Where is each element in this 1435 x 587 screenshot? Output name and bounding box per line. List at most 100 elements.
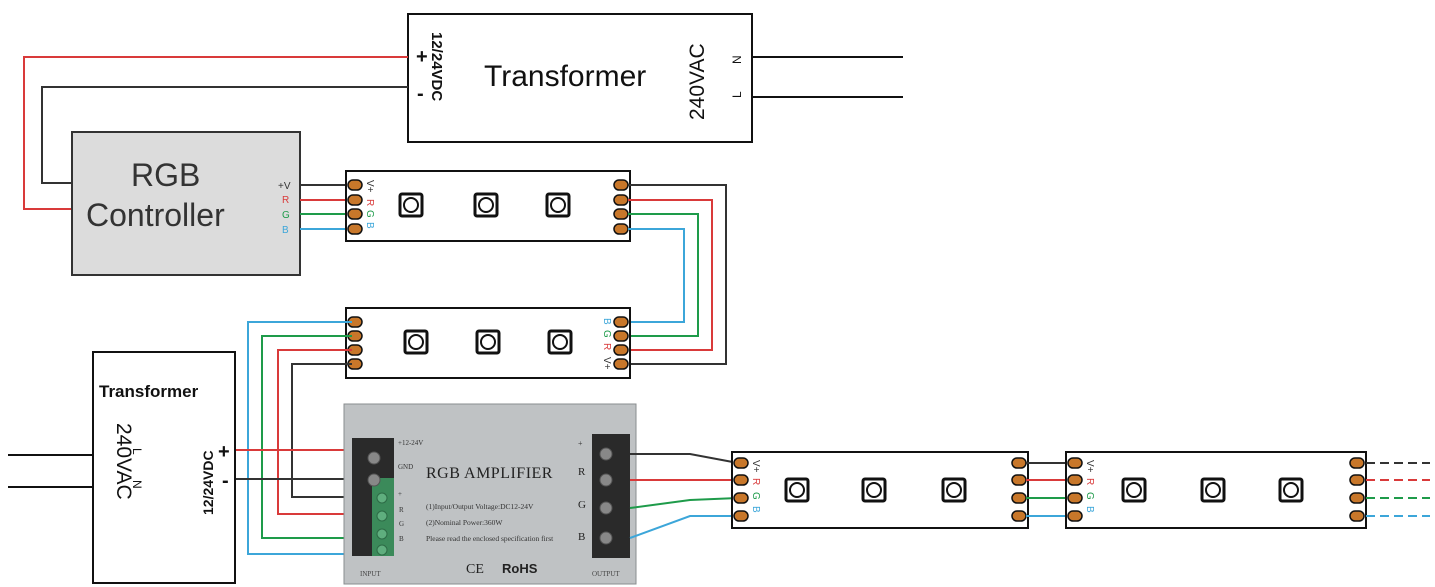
wire-loop-b [628,228,685,323]
amplifier-input-label: INPUT [360,570,381,578]
strip-3-label-b: B [750,506,761,513]
strip-3-led-1 [784,477,810,503]
strip-4-pad-right-2 [1349,474,1365,486]
strip-4-led-2 [1200,477,1226,503]
wire-amp-out-b [629,515,738,539]
strip-1-label-r: R [364,199,375,206]
strip-1-label-v: V+ [364,180,375,193]
strip-2-pad-right-3 [613,344,629,356]
strip-4-label-g: G [1084,492,1095,500]
amplifier-ce-mark: CE [466,562,484,577]
transformer-top-ac-label: 240VAC [686,43,709,120]
amplifier-title: RGB AMPLIFIER [426,465,553,482]
strip-4-pad-left-2 [1067,474,1083,486]
transformer-bottom-box [92,351,236,584]
amplifier-output-screw-4 [599,531,613,545]
transformer-bottom-l: L [130,448,144,455]
strip-4-pad-right-4 [1349,510,1365,522]
amplifier-out-g: G [578,499,586,511]
led-strip-1: V+ R G B [345,170,631,242]
strip-3-pad-left-2 [733,474,749,486]
strip-4-led-3 [1278,477,1304,503]
strip-2-led-2 [475,329,501,355]
strip-3-led-3 [941,477,967,503]
strip-4-pad-left-4 [1067,510,1083,522]
amplifier-input-screw-1 [367,451,381,465]
transformer-bottom-minus: - [222,470,229,492]
amplifier-input-screw-6 [376,544,388,556]
strip-2-pad-right-4 [613,358,629,370]
amplifier-input-screw-3 [376,492,388,504]
strip-2-label-v: V+ [601,357,612,370]
strip-2-led-1 [403,329,429,355]
amplifier-spec-1: (1)Input/Output Voltage:DC12-24V [426,502,534,511]
controller-title-line1: RGB [131,157,200,193]
controller-title-line2: Controller [86,197,225,233]
strip-3-label-r: R [750,478,761,485]
controller-pin-b: B [282,225,289,236]
strip-1-pad-left-4 [347,223,363,235]
amplifier-input-screw-2 [367,473,381,487]
strip-1-led-3 [545,192,571,218]
wire-loop-r [628,199,713,351]
strip-2-label-b: B [601,318,612,325]
amplifier-spec-2: (2)Nominal Power:360W [426,518,503,527]
amplifier-gnd: GND [398,463,413,471]
strip-4-pad-left-3 [1067,492,1083,504]
strip-2-pad-right-2 [613,330,629,342]
transformer-top-l: L [730,91,744,98]
amplifier-out-r: R [578,466,586,478]
controller-box [71,131,301,276]
wire-amp-in-g [261,335,352,539]
amplifier-out-plus: + [578,439,583,448]
amplifier-output-screw-2 [599,473,613,487]
strip-2-pad-right-1 [613,316,629,328]
strip-3-pad-left-4 [733,510,749,522]
strip-1-led-1 [398,192,424,218]
amplifier-out-b: B [578,531,585,543]
led-strip-2: B G R V+ [345,307,631,379]
controller-pin-r: R [282,195,289,206]
amplifier-in-plus: + [398,490,402,498]
strip-3-label-g: G [750,492,761,500]
amplifier-spec-3: Please read the enclosed specification f… [426,534,554,543]
amplifier-input-screw-4 [376,510,388,522]
strip-4-label-b: B [1084,506,1095,513]
controller-pin-g: G [282,210,290,221]
transformer-bottom-dc-label: 12/24VDC [200,450,216,515]
wire-amp-in-b [247,321,352,555]
strip-2-label-g: G [601,330,612,338]
wire-minus-to-controller [41,86,408,184]
strip-2-label-r: R [601,343,612,350]
wire-loop-g [628,213,699,337]
transformer-bottom-n: N [130,480,144,489]
strip-3-led-2 [861,477,887,503]
strip-4-pad-right-1 [1349,457,1365,469]
controller-pin-v: +V [278,181,291,192]
amplifier-in-g: G [399,520,404,528]
transformer-bottom-title: Transformer [99,382,199,401]
strip-3-pad-left-3 [733,492,749,504]
wire-amp-out-v [630,453,739,464]
transformer-top: Transformer 12/24VDC + - 240VAC N L [407,13,753,143]
transformer-bottom-ac-label: 240VAC [112,423,135,500]
wire-amp-in-v [291,363,352,498]
amplifier-rohs-mark: RoHS [502,561,538,576]
wire-amp-out-g [629,497,739,509]
strip-1-label-b: B [364,222,375,229]
strip-1-led-2 [473,192,499,218]
amplifier-in-r: R [399,506,404,514]
strip-3-pad-left-1 [733,457,749,469]
strip-1-pad-right-1 [613,179,629,191]
strip-1-pad-left-2 [347,194,363,206]
strip-1-pad-right-2 [613,194,629,206]
transformer-top-box [407,13,753,143]
led-strip-3: V+ R G B [731,451,1029,529]
amplifier-output-screw-3 [599,501,613,515]
amplifier-output-screw-1 [599,447,613,461]
transformer-top-n: N [730,55,744,64]
rgb-controller: RGB Controller +V R G B [71,131,301,276]
strip-3-pad-right-2 [1011,474,1027,486]
transformer-bottom: Transformer 240VAC L N 12/24VDC + - [92,351,236,584]
